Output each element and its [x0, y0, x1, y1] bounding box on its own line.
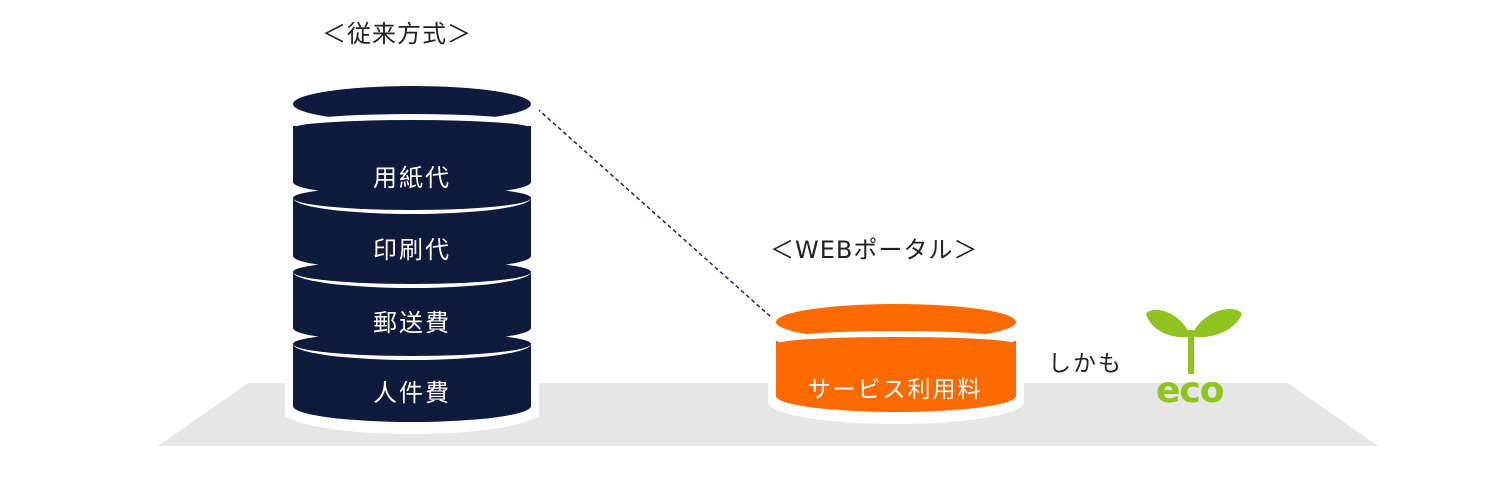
legacy-layer-label-2: 印刷代 [373, 236, 451, 264]
web-layer-label: サービス利用料 [807, 377, 983, 403]
dashed-connector [531, 103, 781, 326]
legacy-stack-lid [293, 86, 531, 122]
legacy-layer-label-3: 郵送費 [373, 309, 451, 337]
sprout-icon [1146, 309, 1242, 374]
web-portal-title: ＜WEBポータル＞ [770, 236, 979, 264]
legacy-layer-label-4: 人件費 [373, 379, 451, 407]
web-cost-cylinder [768, 298, 1024, 424]
additionally-text: しかも [1048, 351, 1123, 377]
legacy-layer-label-1: 用紙代 [373, 164, 451, 192]
legacy-cost-stack [285, 78, 539, 434]
legacy-method-title: ＜従来方式＞ [322, 20, 472, 48]
web-cylinder-lid [776, 304, 1016, 340]
eco-label: eco [1156, 370, 1224, 411]
